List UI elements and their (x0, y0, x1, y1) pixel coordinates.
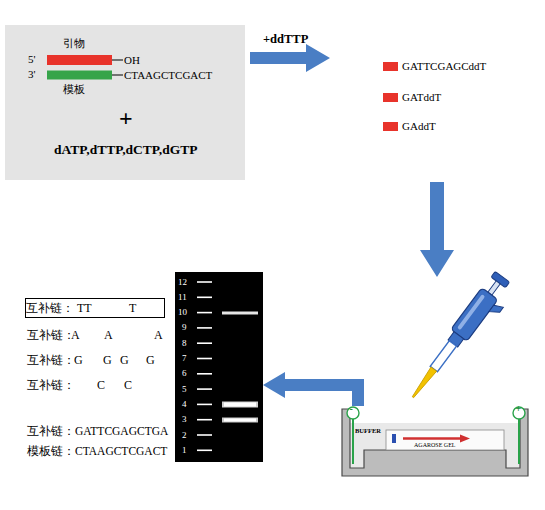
node-text: 11 (178, 293, 187, 302)
node-text: 互补链： (26, 302, 74, 314)
tank-wall (342, 409, 528, 476)
base-letter: A (71, 329, 80, 341)
ladder-mark (197, 373, 212, 375)
base-letter: G (146, 354, 155, 366)
pipette-hook (489, 302, 503, 317)
electrode (518, 419, 520, 464)
migration-arrow (403, 437, 462, 440)
sequence-line: 互补链：GATTCGAGCTGA (27, 426, 168, 438)
pipette-shaft (430, 341, 456, 372)
primer-square (383, 93, 398, 102)
ladder-mark (197, 327, 212, 329)
reagent-label: +ddTTP (263, 33, 308, 46)
product-sequence: GATTCGAGCddT (402, 61, 486, 72)
dna-band (222, 402, 258, 408)
node-text: 2 (182, 431, 187, 440)
ladder-mark (197, 296, 212, 298)
sample-well (392, 434, 396, 443)
primer-bar (47, 55, 112, 65)
pipette-body (451, 288, 498, 342)
node-text: 12 (178, 278, 187, 287)
node-text: CTAAGCTCGACT (124, 70, 212, 81)
template-bar (47, 71, 112, 80)
node-text: 模板 (63, 84, 85, 95)
agarose-gel (386, 430, 504, 450)
node-text: TT (77, 302, 92, 314)
node-text: 4 (182, 400, 187, 409)
arrow-corner (352, 379, 364, 391)
arrow-shaft (285, 379, 364, 406)
ladder-mark (197, 281, 212, 283)
highlight-row-box: 互补链：TTT (25, 298, 165, 318)
base-letter: G (120, 354, 129, 366)
ladder-mark (197, 404, 212, 406)
node-text: 3' (28, 69, 35, 80)
strand-label: 互补链： (27, 329, 75, 341)
node-text: OH (124, 55, 140, 66)
pipette-highlight (457, 294, 485, 330)
electrode-cap (347, 407, 359, 419)
node-text: AGAROSE GEL (414, 442, 456, 448)
base-letter: G (74, 354, 83, 366)
node-text: + (119, 106, 133, 130)
ladder-mark (197, 312, 212, 314)
node-text: 6 (182, 369, 187, 378)
strand-label: 互补链： (27, 379, 75, 391)
strand-label: 互补链： (27, 354, 75, 366)
ladder-mark (197, 342, 212, 344)
base-letter: C (124, 379, 132, 391)
electrophoresis-tank: BUFFER AGAROSE GEL (340, 406, 530, 478)
primer-square (383, 62, 398, 71)
node-text: 3 (182, 415, 187, 424)
ladder-mark (197, 419, 212, 421)
dna-band (222, 418, 258, 423)
node-text: 7 (182, 354, 187, 363)
base-letter: A (154, 329, 163, 341)
strand-line (112, 60, 123, 61)
product-sequence: GAddT (402, 121, 436, 132)
primer-square (383, 122, 398, 131)
ladder-mark (197, 388, 212, 390)
node-text: 5 (182, 385, 187, 394)
base-letter: A (104, 329, 113, 341)
pipette-tip (410, 367, 436, 399)
ladder-mark (197, 358, 212, 360)
process-arrow (250, 44, 330, 72)
strand-line (112, 75, 123, 76)
ladder-mark (197, 434, 212, 436)
reaction-panel: 引物 5' OH 3' CTAAGCTCGACT 模板 + dATP,dTTP,dCTP,dG… (5, 25, 245, 180)
node-text: 9 (182, 323, 187, 332)
process-arrow (263, 372, 364, 406)
dna-band (224, 403, 256, 407)
electrode (352, 419, 354, 464)
process-arrow (420, 182, 454, 277)
node-text: BUFFER (355, 428, 381, 435)
pipette (405, 271, 518, 409)
migration-arrow-head (460, 435, 470, 443)
ladder-mark (197, 449, 212, 451)
product-sequence: GATddT (402, 92, 441, 103)
base-letter: C (97, 379, 105, 391)
gel-image: 12 11 10 9 8 7 6 5 4 3 2 1 (175, 272, 263, 462)
node-text: 引物 (63, 38, 85, 49)
node-text: dATP,dTTP,dCTP,dGTP (54, 143, 197, 157)
sequence-line: 模板链：CTAAGCTCGACT (27, 446, 167, 458)
dna-band (222, 312, 258, 315)
electrode-sign: + (516, 404, 522, 414)
node-text: 5' (28, 54, 35, 65)
node-text: 8 (182, 339, 187, 348)
node-text: T (129, 302, 136, 314)
dna-band (224, 419, 256, 422)
node-text: 10 (178, 308, 187, 317)
base-letter: G (103, 354, 112, 366)
node-text: 1 (182, 446, 187, 455)
arrow-head (263, 372, 285, 398)
